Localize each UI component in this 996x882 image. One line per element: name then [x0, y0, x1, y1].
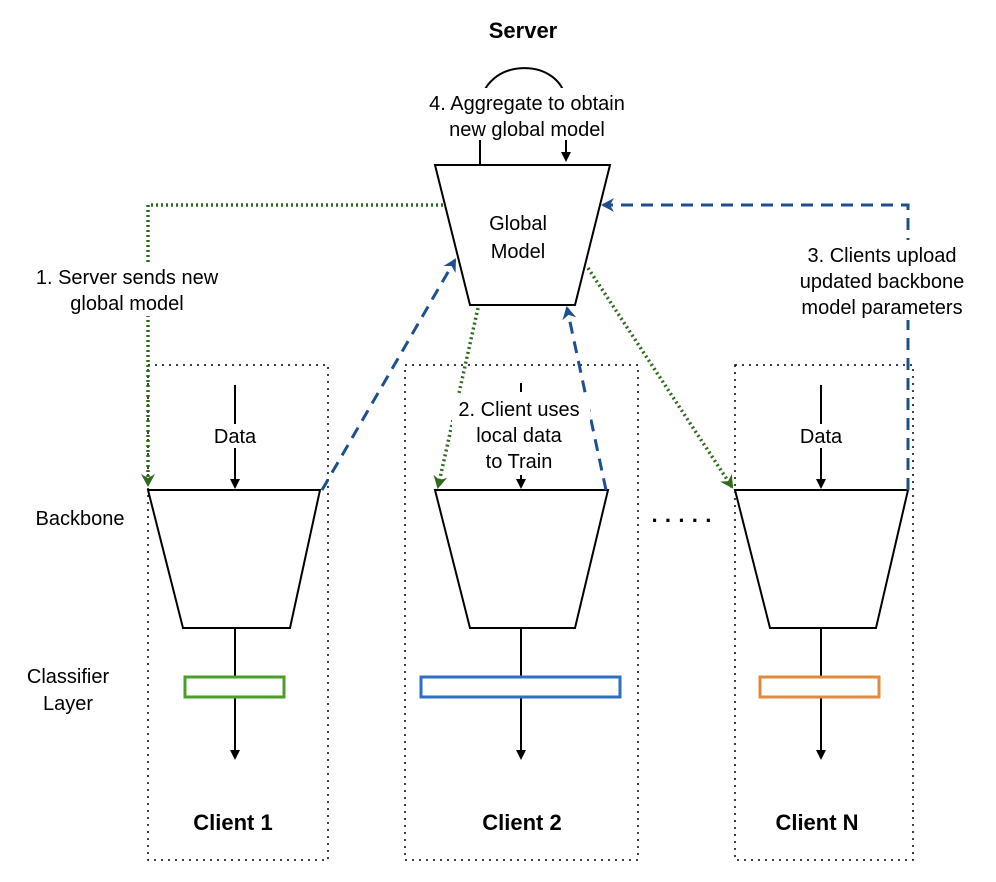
client-1-data-label: Data — [214, 426, 257, 448]
client-n-data-label: Data — [800, 426, 843, 448]
upload-arrow-client-1 — [320, 258, 457, 491]
client-n-name: Client N — [775, 810, 858, 835]
upload-label-line3: model parameters — [801, 297, 962, 319]
client-2-classifier — [419, 675, 622, 699]
train-label-bg — [452, 395, 590, 475]
send-label-line1: 1. Server sends new — [36, 267, 219, 289]
client-n-classifier — [758, 675, 881, 699]
upload-label-bg — [790, 240, 976, 320]
aggregate-label-bg — [412, 88, 640, 140]
train-label-line2: local data — [476, 425, 562, 447]
server-title: Server — [489, 18, 558, 43]
client-n-backbone — [733, 489, 910, 629]
upload-arrow-client-n — [601, 198, 910, 490]
global-model-label-line2: Model — [491, 241, 545, 263]
send-label-bg — [20, 262, 234, 316]
train-label-line3: to Train — [486, 451, 553, 473]
client-1-box — [147, 364, 329, 861]
send-label-line2: global model — [70, 293, 183, 315]
train-label-line1: 2. Client uses — [458, 399, 579, 421]
aggregate-label-line2: new global model — [449, 119, 605, 141]
client-1-name: Client 1 — [193, 810, 272, 835]
global-model-shape — [433, 164, 612, 306]
send-arrow-client-n — [586, 267, 734, 489]
backbone-label: Backbone — [36, 508, 125, 530]
upload-label-line1: 3. Clients upload — [808, 245, 957, 267]
client-2-backbone — [433, 489, 610, 629]
send-arrow-client-1 — [141, 203, 443, 487]
upload-arrow-client-2 — [562, 306, 608, 491]
client-2-name: Client 2 — [482, 810, 561, 835]
classifier-label-line2: Layer — [43, 693, 93, 715]
client-n-data-label-bg — [791, 424, 851, 448]
upload-label-line2: updated backbone — [800, 271, 965, 293]
client-1-data-label-bg — [205, 424, 265, 448]
client-1-backbone — [146, 489, 322, 629]
client-1-classifier — [183, 675, 286, 699]
global-model-label-line1: Global — [489, 213, 547, 235]
classifier-label-line1: Classifier — [27, 666, 110, 688]
more-clients-ellipsis: · · · · · — [651, 508, 712, 533]
aggregate-label-line1: 4. Aggregate to obtain — [429, 93, 625, 115]
